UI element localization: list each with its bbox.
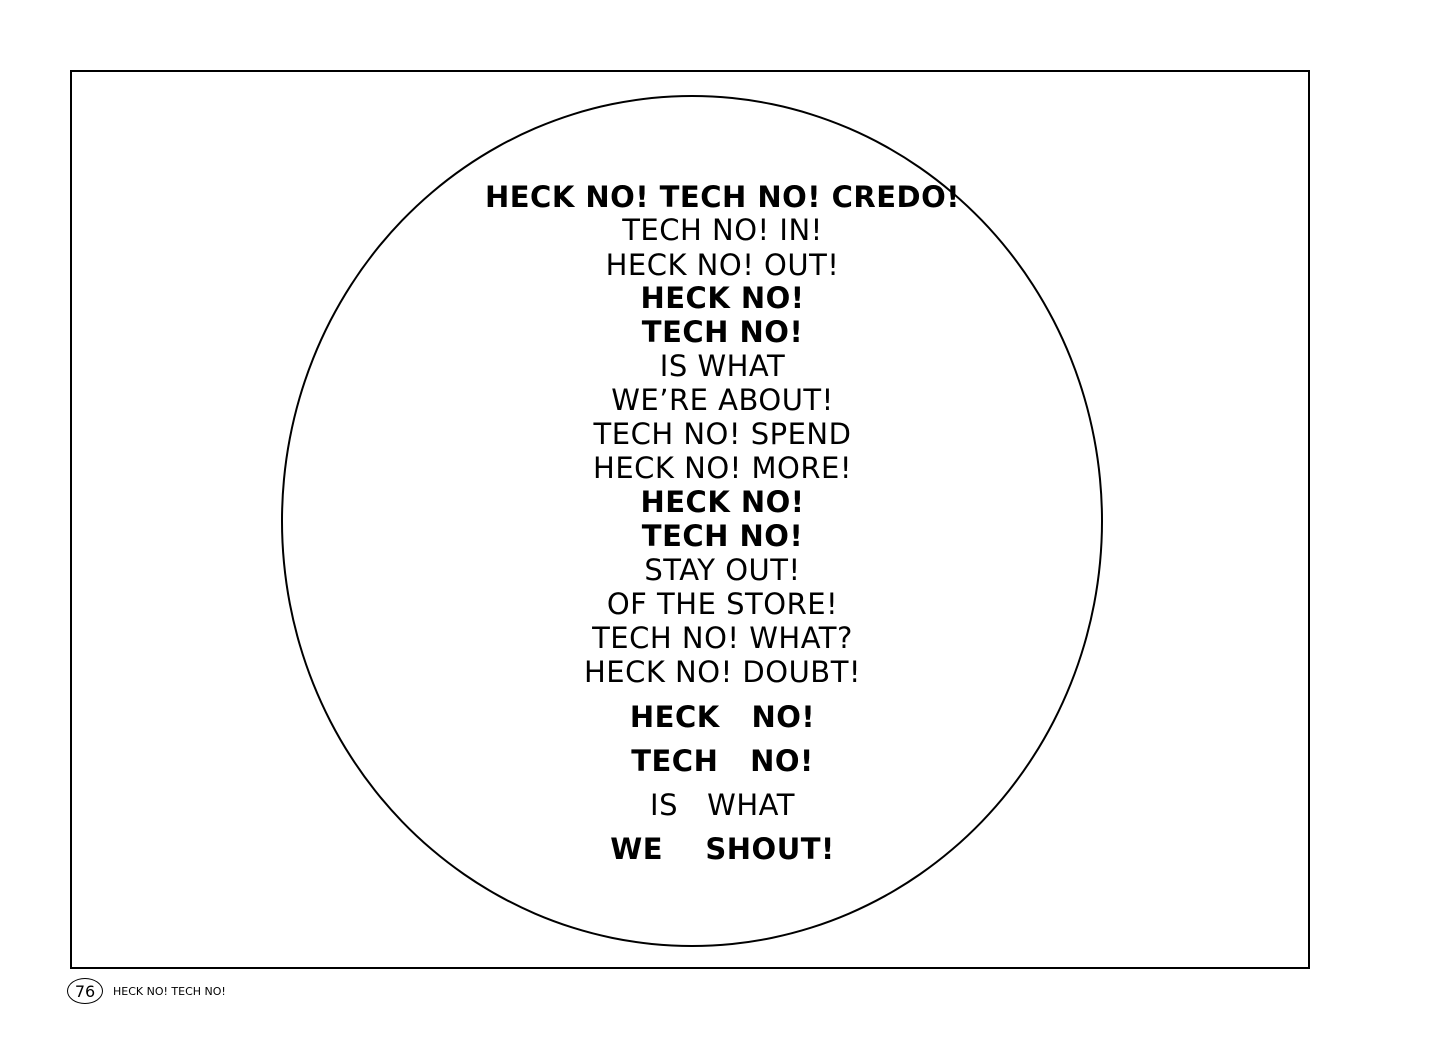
poem-line: OF THE STORE! <box>606 587 839 621</box>
poem-line: HECK NO! <box>640 281 805 315</box>
poem-line: HECK NO! DOUBT! <box>583 655 862 689</box>
poem-line: HECK NO! MORE! <box>593 451 852 485</box>
poem-line: TECH NO! IN! <box>622 213 823 247</box>
page-frame <box>70 70 1310 969</box>
poem-line: TECH NO! <box>641 315 804 349</box>
poem-line: STAY OUT! <box>644 553 801 587</box>
poem-line: TECH NO! WHAT? <box>592 621 853 655</box>
poem-line: WE’RE ABOUT! <box>611 383 834 417</box>
poem-line: TECH NO! SPEND <box>593 417 852 451</box>
running-title: HECK NO! TECH NO! <box>113 984 226 998</box>
poem-line: IS WHAT <box>659 349 786 383</box>
page-footer: 76 HECK NO! TECH NO! <box>67 978 226 1004</box>
poem-line: TECH NO! <box>631 744 814 778</box>
poem-line: HECK NO! <box>629 700 816 734</box>
poem-line: HECK NO! OUT! <box>605 248 840 282</box>
poem-line: TECH NO! <box>641 519 804 553</box>
page-number: 76 <box>67 978 103 1004</box>
poem-line: HECK NO! TECH NO! CREDO! <box>484 180 961 214</box>
circle-outline <box>281 95 1103 947</box>
poem-line: HECK NO! <box>640 485 805 519</box>
poem-line: WE SHOUT! <box>610 832 835 866</box>
poem-line: IS WHAT <box>650 788 795 822</box>
